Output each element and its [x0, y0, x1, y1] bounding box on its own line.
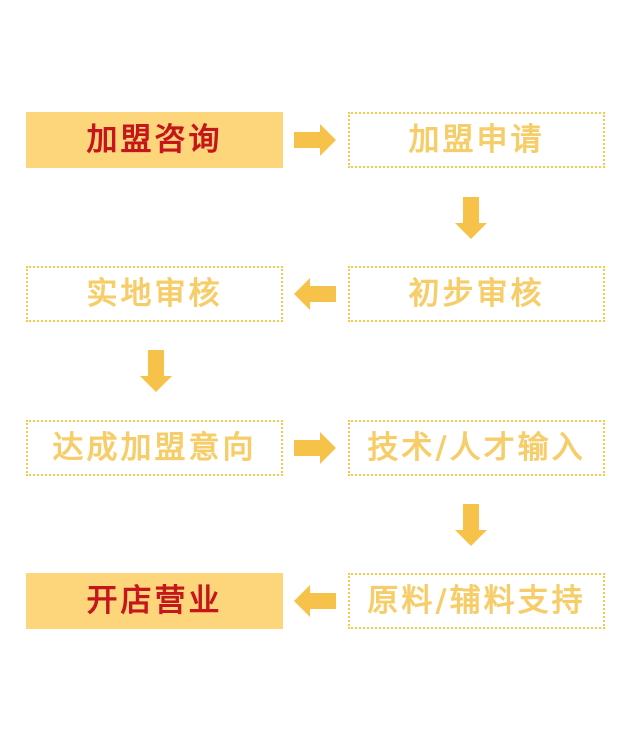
- left-arrow-icon: [294, 278, 336, 310]
- right-arrow-icon: [294, 432, 336, 464]
- step-materials-support: 原料/辅料支持: [348, 573, 605, 629]
- step-franchise-consultation: 加盟咨询: [26, 112, 283, 168]
- step-preliminary-review: 初步审核: [348, 266, 605, 322]
- right-arrow-icon: [294, 124, 336, 156]
- step-store-opening: 开店营业: [26, 573, 283, 629]
- left-arrow-icon: [294, 585, 336, 617]
- down-arrow-icon: [455, 197, 487, 239]
- step-onsite-review: 实地审核: [26, 266, 283, 322]
- down-arrow-icon: [140, 350, 172, 392]
- down-arrow-icon: [455, 504, 487, 546]
- step-tech-talent-input: 技术/人才输入: [348, 420, 605, 476]
- step-franchise-agreement: 达成加盟意向: [26, 420, 283, 476]
- step-franchise-application: 加盟申请: [348, 112, 605, 168]
